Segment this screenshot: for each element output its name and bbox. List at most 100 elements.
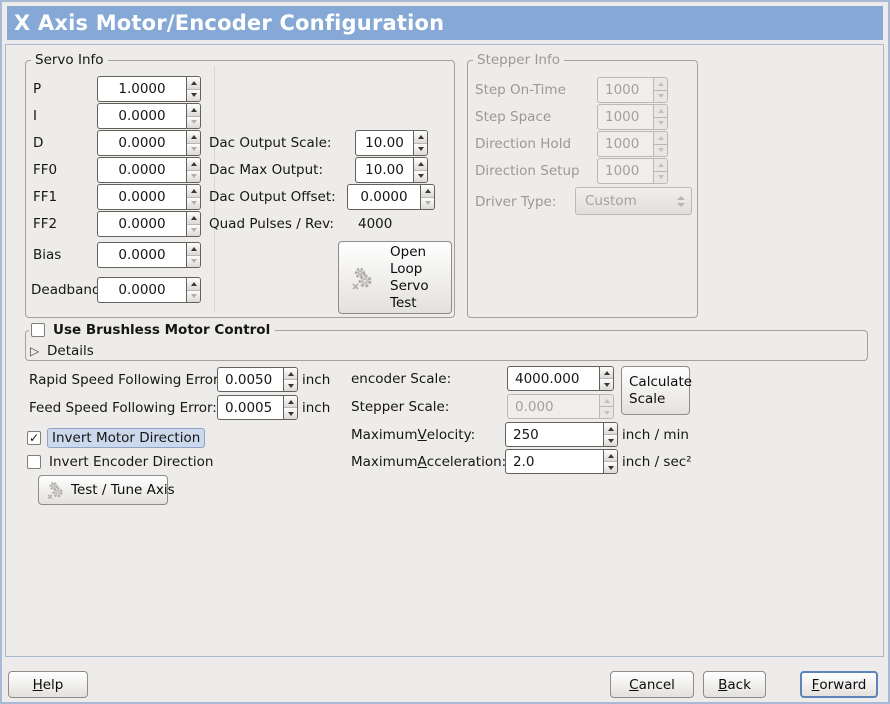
deadband-spinbox[interactable]: 0.0000	[97, 277, 201, 303]
ff0-spinner[interactable]	[186, 157, 201, 183]
spin-up-icon[interactable]	[284, 368, 297, 380]
p-spinbox[interactable]: 1.0000	[97, 76, 201, 102]
deadband-input[interactable]: 0.0000	[97, 277, 186, 303]
gears-icon	[47, 481, 63, 500]
checkbox-checked-icon[interactable]: ✓	[27, 431, 41, 445]
test-tune-axis-button[interactable]: Test / Tune Axis	[38, 475, 175, 505]
spin-down-icon[interactable]	[187, 197, 200, 209]
encoder-scale-input[interactable]: 4000.000	[507, 366, 599, 391]
spin-up-icon[interactable]	[421, 185, 434, 198]
spin-up-icon[interactable]	[187, 104, 200, 117]
spin-up-icon[interactable]	[187, 131, 200, 144]
bias-input[interactable]: 0.0000	[97, 242, 186, 268]
max-velocity-spinner[interactable]	[603, 422, 618, 447]
checkbox-unchecked-icon[interactable]	[31, 323, 45, 337]
spin-down-icon[interactable]	[187, 170, 200, 182]
spin-down-icon[interactable]	[604, 462, 617, 473]
spin-up-icon[interactable]	[414, 158, 427, 171]
max-acceleration-spinbox[interactable]: 2.0	[505, 449, 618, 474]
spin-down-icon[interactable]	[284, 408, 297, 419]
spin-up-icon[interactable]	[284, 396, 297, 408]
ff2-input[interactable]: 0.0000	[97, 211, 186, 237]
spin-down-icon	[654, 144, 667, 156]
rapid-following-error-spinbox[interactable]: 0.0050	[217, 367, 298, 392]
spin-down-icon[interactable]	[414, 170, 427, 182]
dac-output-scale-spinner[interactable]	[413, 130, 428, 156]
use-brushless-checkbox[interactable]: Use Brushless Motor Control	[29, 321, 276, 339]
p-spinner[interactable]	[186, 76, 201, 102]
ff0-input[interactable]: 0.0000	[97, 157, 186, 183]
expander-arrow-icon[interactable]: ▷	[30, 344, 40, 358]
spin-down-icon[interactable]	[187, 224, 200, 236]
deadband-spinner[interactable]	[186, 277, 201, 303]
spin-down-icon[interactable]	[187, 89, 200, 101]
max-acceleration-unit: inch / sec²	[622, 453, 692, 470]
spin-up-icon[interactable]	[187, 185, 200, 198]
feed-following-error-input[interactable]: 0.0005	[217, 395, 283, 420]
dac-max-output-spinner[interactable]	[413, 157, 428, 183]
max-acceleration-input[interactable]: 2.0	[505, 449, 603, 474]
ff1-spinbox[interactable]: 0.0000	[97, 184, 201, 210]
rapid-following-error-input[interactable]: 0.0050	[217, 367, 283, 392]
spin-up-icon[interactable]	[187, 77, 200, 90]
ff1-spinner[interactable]	[186, 184, 201, 210]
spin-down-icon[interactable]	[284, 380, 297, 391]
rapid-following-error-spinner[interactable]	[283, 367, 298, 392]
feed-following-error-spinner[interactable]	[283, 395, 298, 420]
dac-output-offset-input[interactable]: 0.0000	[347, 184, 420, 210]
max-velocity-input[interactable]: 250	[505, 422, 603, 447]
ff1-input[interactable]: 0.0000	[97, 184, 186, 210]
spin-down-icon[interactable]	[600, 379, 613, 390]
spin-up-icon[interactable]	[187, 278, 200, 291]
p-input[interactable]: 1.0000	[97, 76, 186, 102]
feed-following-error-spinbox[interactable]: 0.0005	[217, 395, 298, 420]
i-spinbox[interactable]: 0.0000	[97, 103, 201, 129]
spin-down-icon[interactable]	[187, 116, 200, 128]
spin-up-icon[interactable]	[604, 450, 617, 462]
encoder-scale-spinner[interactable]	[599, 366, 614, 391]
spin-down-icon[interactable]	[187, 290, 200, 302]
ff2-spinner[interactable]	[186, 211, 201, 237]
dac-output-scale-input[interactable]: 10.00	[355, 130, 413, 156]
max-velocity-spinbox[interactable]: 250	[505, 422, 618, 447]
dac-max-output-label: Dac Max Output:	[209, 162, 324, 178]
checkbox-unchecked-icon[interactable]	[27, 455, 41, 469]
spin-down-icon[interactable]	[421, 197, 434, 209]
spin-down-icon[interactable]	[604, 435, 617, 446]
max-acceleration-spinner[interactable]	[603, 449, 618, 474]
bias-spinbox[interactable]: 0.0000	[97, 242, 201, 268]
details-expander[interactable]: Details	[47, 343, 94, 359]
d-spinbox[interactable]: 0.0000	[97, 130, 201, 156]
spin-down-icon[interactable]	[187, 255, 200, 267]
spin-up-icon[interactable]	[604, 423, 617, 435]
d-spinner[interactable]	[186, 130, 201, 156]
spin-up-icon[interactable]	[187, 212, 200, 225]
invert-encoder-checkbox[interactable]: Invert Encoder Direction	[27, 453, 213, 471]
invert-motor-checkbox[interactable]: ✓ Invert Motor Direction	[27, 428, 206, 448]
d-input[interactable]: 0.0000	[97, 130, 186, 156]
spin-down-icon[interactable]	[187, 143, 200, 155]
encoder-scale-spinbox[interactable]: 4000.000	[507, 366, 614, 391]
ff0-spinbox[interactable]: 0.0000	[97, 157, 201, 183]
step-space-label: Step Space	[475, 109, 552, 125]
calculate-scale-button[interactable]: Calculate Scale	[621, 366, 692, 415]
spin-up-icon[interactable]	[187, 243, 200, 256]
spin-down-icon[interactable]	[414, 143, 427, 155]
open-loop-servo-test-button[interactable]: Open Loop Servo Test	[338, 241, 452, 314]
spin-up-icon[interactable]	[187, 158, 200, 171]
dac-output-offset-spinner[interactable]	[420, 184, 435, 210]
dac-output-scale-spinbox[interactable]: 10.00	[355, 130, 428, 156]
spin-up-icon[interactable]	[414, 131, 427, 144]
dac-max-output-spinbox[interactable]: 10.00	[355, 157, 428, 183]
ff2-spinbox[interactable]: 0.0000	[97, 211, 201, 237]
i-input[interactable]: 0.0000	[97, 103, 186, 129]
bias-spinner[interactable]	[186, 242, 201, 268]
spin-up-icon[interactable]	[600, 367, 613, 379]
dac-max-output-input[interactable]: 10.00	[355, 157, 413, 183]
i-spinner[interactable]	[186, 103, 201, 129]
dac-output-offset-spinbox[interactable]: 0.0000	[347, 184, 435, 210]
